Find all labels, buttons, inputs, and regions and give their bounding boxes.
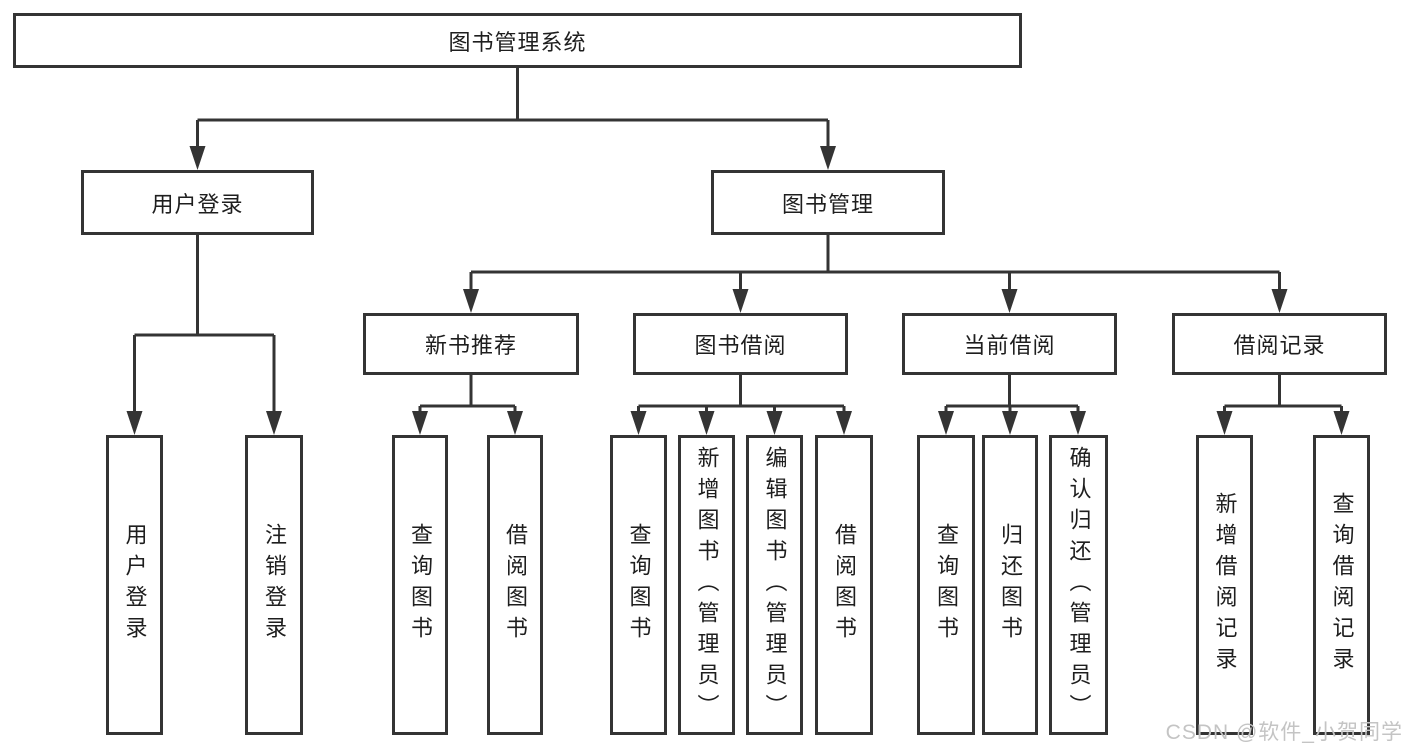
node-book-management: 图书管理 bbox=[711, 170, 945, 235]
leaf-logout: 注销登录 bbox=[245, 435, 303, 735]
leaf-return-book: 归还图书 bbox=[982, 435, 1038, 735]
leaf-borrow-book-2: 借阅图书 bbox=[815, 435, 873, 735]
leaf-confirm-return-admin: 确认归还（管理员） bbox=[1049, 435, 1108, 735]
leaf-add-book-admin: 新增图书（管理员） bbox=[678, 435, 735, 735]
watermark: CSDN @软件_小贺同学 bbox=[1165, 721, 1403, 744]
leaf-query-book-2: 查询图书 bbox=[610, 435, 667, 735]
leaf-query-borrow-record: 查询借阅记录 bbox=[1313, 435, 1370, 735]
node-book-borrow: 图书借阅 bbox=[633, 313, 848, 375]
leaf-edit-book-admin: 编辑图书（管理员） bbox=[746, 435, 803, 735]
leaf-query-book-3: 查询图书 bbox=[917, 435, 975, 735]
node-current-borrow: 当前借阅 bbox=[902, 313, 1117, 375]
node-user-login: 用户登录 bbox=[81, 170, 314, 235]
leaf-user-login: 用户登录 bbox=[106, 435, 163, 735]
node-root: 图书管理系统 bbox=[13, 13, 1022, 68]
leaf-query-book-1: 查询图书 bbox=[392, 435, 448, 735]
leaf-borrow-book-1: 借阅图书 bbox=[487, 435, 543, 735]
node-new-book-recommend: 新书推荐 bbox=[363, 313, 579, 375]
leaf-add-borrow-record: 新增借阅记录 bbox=[1196, 435, 1253, 735]
node-borrow-records: 借阅记录 bbox=[1172, 313, 1387, 375]
